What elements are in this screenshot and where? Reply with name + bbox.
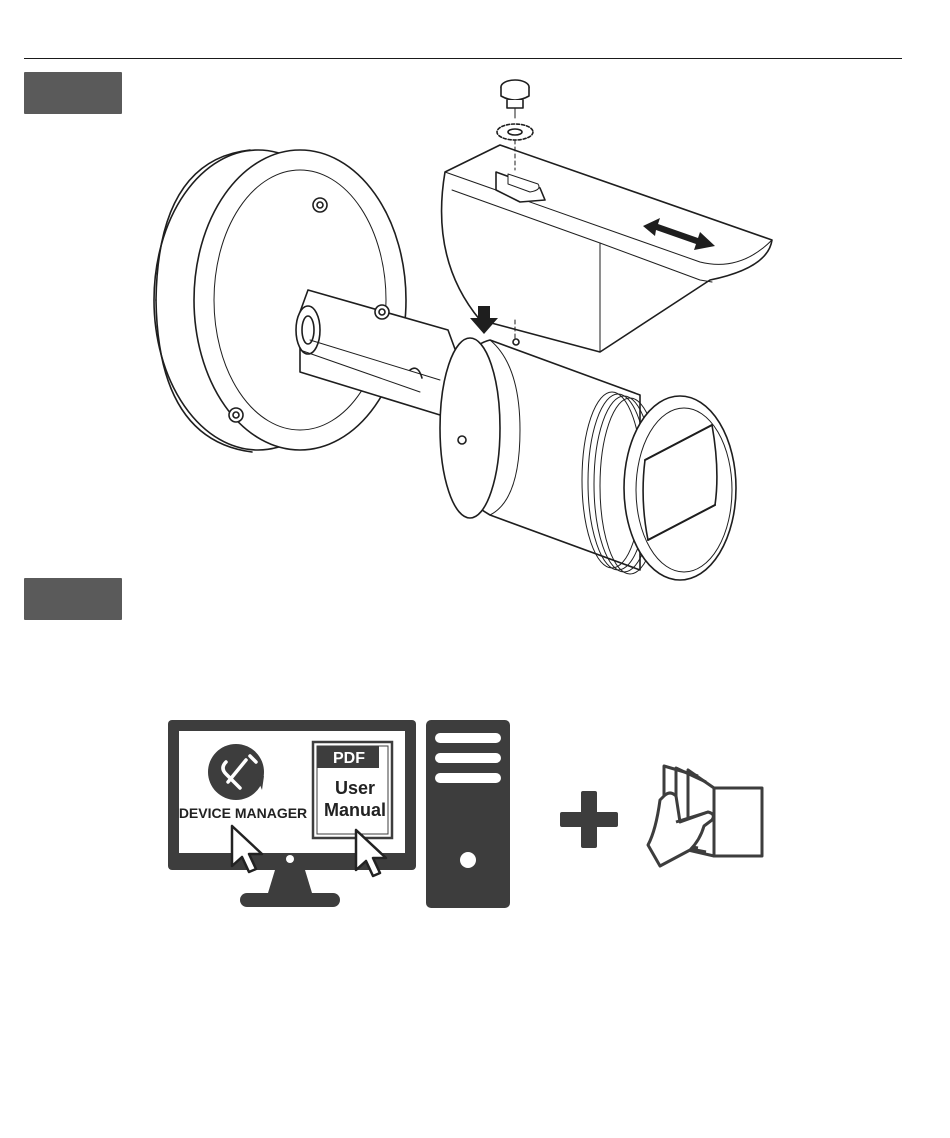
device-manager-label: DEVICE MANAGER: [179, 805, 307, 821]
pdf-badge: PDF: [333, 750, 365, 767]
plus-icon: [560, 791, 618, 848]
manual-title-line1: User: [335, 778, 375, 798]
pc-tower-icon: [426, 720, 510, 908]
manual-title-line2: Manual: [324, 800, 386, 820]
user-manual-pdf-icon[interactable]: PDF User Manual: [313, 742, 392, 838]
manual-reading-icon: [648, 766, 762, 866]
